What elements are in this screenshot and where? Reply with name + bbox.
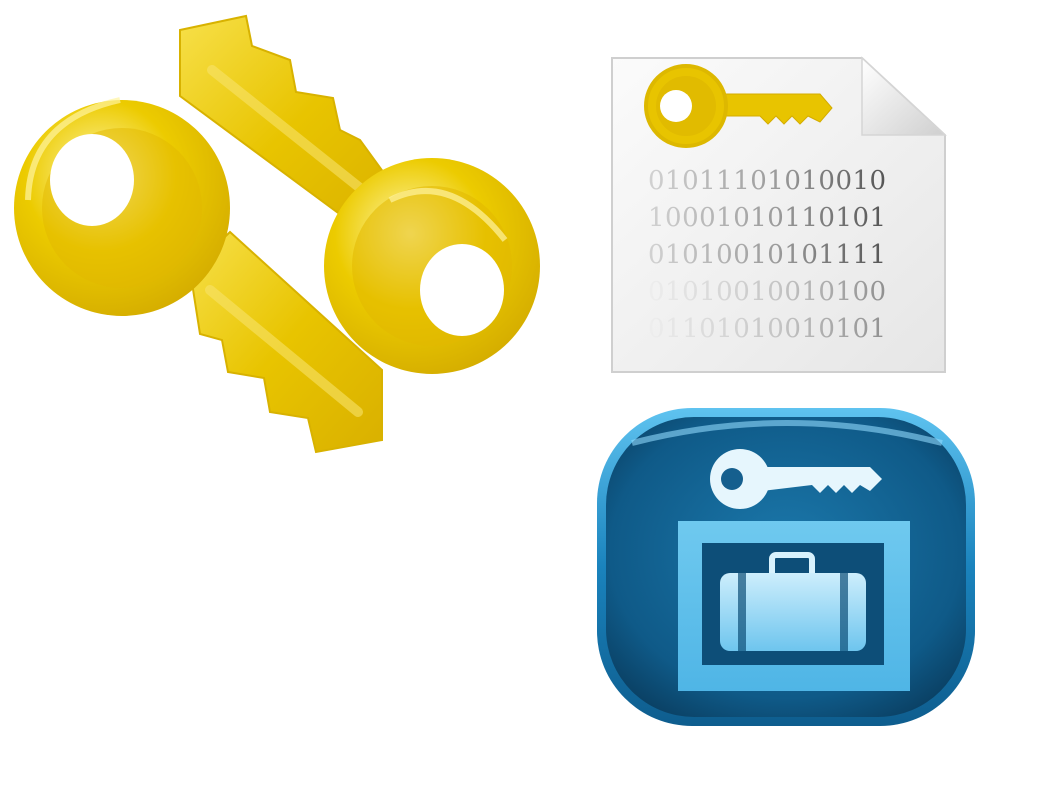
key-right	[179, 14, 540, 374]
binary-line: 01101010010101	[648, 311, 938, 348]
golden-keys-icon	[14, 14, 540, 454]
key-certificate-document-icon	[611, 56, 947, 373]
certificate-key-icon	[644, 64, 833, 148]
key-left	[14, 97, 383, 454]
binary-line: 10001010110101	[648, 200, 938, 237]
binary-line: 01010010101111	[648, 237, 938, 274]
binary-line: 01011101010010	[648, 163, 938, 200]
binary-line: 01010010010100	[648, 274, 938, 311]
certificate-binary-text: 01011101010010 10001010110101 0101001010…	[648, 163, 938, 348]
suitcase-icon	[720, 552, 866, 651]
luggage-locker-button-icon[interactable]	[592, 403, 982, 733]
locker-key-icon	[710, 449, 882, 509]
